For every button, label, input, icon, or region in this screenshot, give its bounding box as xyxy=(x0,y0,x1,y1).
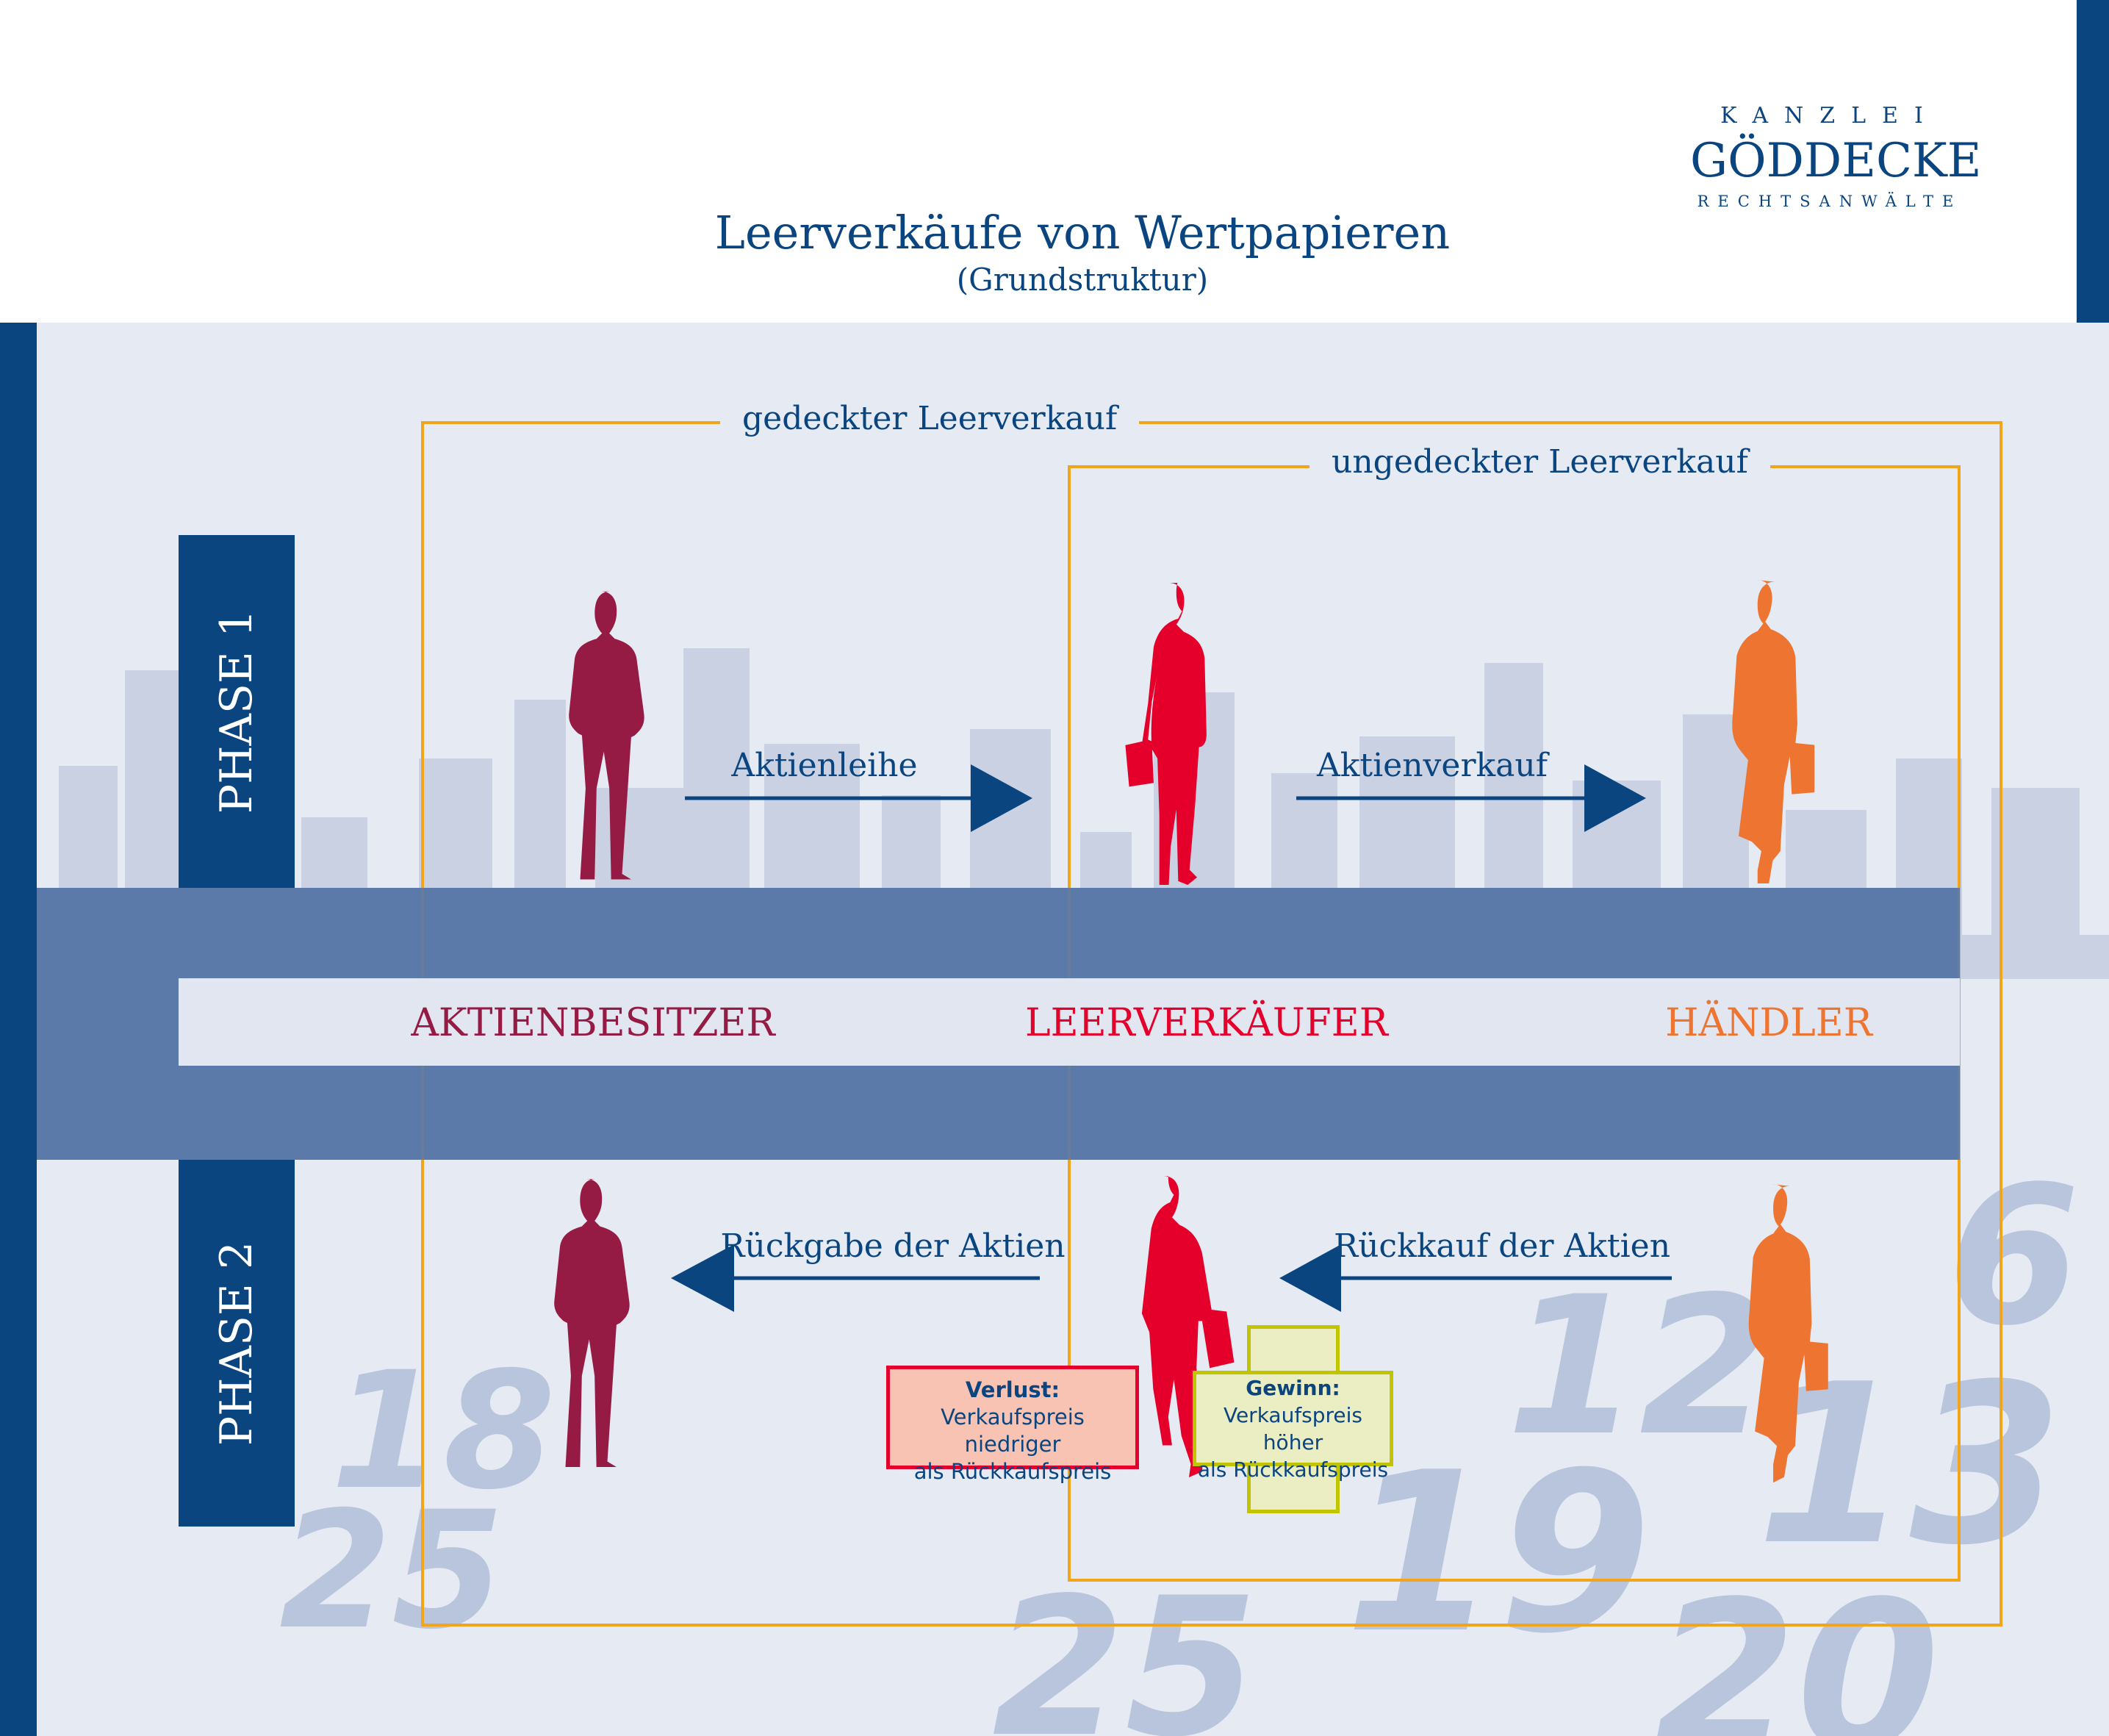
gain-box: Gewinn: Verkaufspreis höher als Rückkauf… xyxy=(1193,1374,1393,1483)
owner-figure-phase-2 xyxy=(554,1179,630,1467)
uncovered-short-sale-label: ungedeckter Leerverkauf xyxy=(1309,443,1770,481)
short-seller-figure-phase-2 xyxy=(1141,1176,1235,1477)
arrow-label-return: Rückgabe der Aktien xyxy=(720,1227,1066,1265)
arrow-label-lend: Aktienleihe xyxy=(731,747,918,784)
role-band-upper xyxy=(37,888,1960,978)
role-owner: AKTIENBESITZER xyxy=(411,1001,775,1045)
logo-kanzlei: KANZLEI xyxy=(1720,103,1939,129)
role-short-seller: LEERVERKÄUFER xyxy=(1025,1001,1388,1045)
gain-cross-center xyxy=(1251,1374,1336,1463)
loss-title: Verlust: xyxy=(965,1377,1060,1402)
page-title: Leerverkäufe von Wertpapieren xyxy=(714,206,1451,259)
role-band-lower xyxy=(37,1066,1960,1160)
gain-title: Gewinn: xyxy=(1246,1376,1340,1400)
loss-line-1: Verkaufspreis niedriger xyxy=(941,1405,1085,1457)
arrow-left-buyback xyxy=(1279,1244,1672,1312)
short-seller-figure-phase-1 xyxy=(1125,583,1207,885)
right-accent-bar xyxy=(2077,0,2109,323)
header xyxy=(0,0,2109,323)
arrow-label-sell: Aktienverkauf xyxy=(1316,747,1548,784)
gain-line-1: Verkaufspreis höher xyxy=(1223,1403,1363,1455)
phase-2-label: PHASE 2 xyxy=(179,1160,295,1527)
loss-line-2: als Rückkaufspreis xyxy=(913,1459,1112,1484)
role-band-left xyxy=(37,888,179,1160)
role-dealer: HÄNDLER xyxy=(1665,1001,1872,1045)
left-accent-bar xyxy=(0,323,37,1736)
loss-box: Verlust: Verkaufspreis niedriger als Rüc… xyxy=(886,1366,1139,1484)
dealer-figure-phase-2 xyxy=(1748,1184,1828,1483)
dealer-figure-phase-1 xyxy=(1732,580,1815,883)
phase-1-label: PHASE 1 xyxy=(179,535,295,888)
role-label-band-overlay xyxy=(179,978,1960,1066)
logo-name: GÖDDECKE xyxy=(1690,134,1982,188)
gain-line-2: als Rückkaufspreis xyxy=(1197,1457,1389,1482)
owner-figure-phase-1 xyxy=(569,591,644,880)
arrow-left-return xyxy=(671,1244,1040,1312)
covered-short-sale-label: gedeckter Leerverkauf xyxy=(720,400,1140,437)
arrow-right-lend xyxy=(685,764,1032,832)
logo-tagline: RECHTSANWÄLTE xyxy=(1697,193,1963,210)
page-subtitle: (Grundstruktur) xyxy=(956,262,1209,298)
arrow-right-sell xyxy=(1296,764,1646,832)
arrow-label-buyback: Rückkauf der Aktien xyxy=(1333,1227,1671,1265)
